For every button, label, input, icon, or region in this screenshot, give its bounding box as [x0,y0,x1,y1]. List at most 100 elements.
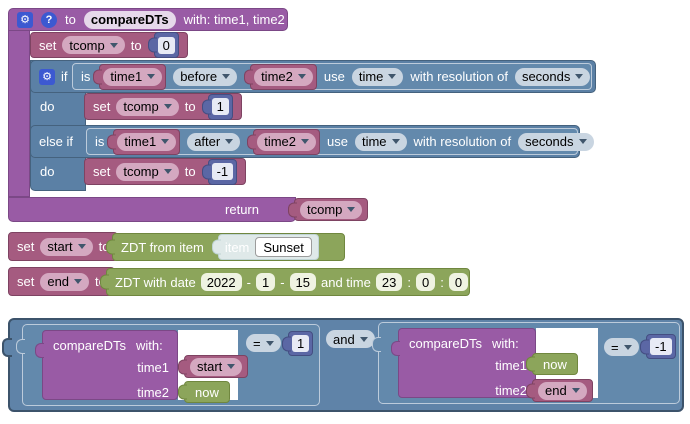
number-block[interactable]: 1 [282,331,314,356]
number-field[interactable]: 1 [211,98,229,115]
connector-plug [178,359,187,374]
time-separator: : [440,274,444,290]
chevron-down-icon [359,336,368,342]
set-variable-block[interactable]: set tcomp to 0 [30,32,188,58]
month-field[interactable]: 1 [255,273,276,291]
operator-dropdown[interactable]: after [187,132,241,151]
now-block[interactable]: now [178,381,230,403]
function-name-field[interactable]: compareDTs [83,10,176,29]
compare-operator-dropdown[interactable]: = [246,334,281,352]
arg1-label: time1 [137,360,169,375]
variable-dropdown[interactable]: time1 [117,132,177,151]
do-label: do [40,99,55,114]
minute-field[interactable]: 0 [415,273,436,291]
resolution-dropdown[interactable]: seconds [518,132,594,151]
chevron-down-icon [77,244,86,249]
zdt-from-item-block[interactable]: ZDT from item item Sunset [106,233,345,261]
variable-dropdown[interactable]: start [190,357,243,376]
number-block[interactable]: 0 [147,32,179,58]
resolution-dropdown[interactable]: seconds [514,67,591,86]
item-name-field[interactable]: Sunset [255,237,312,257]
do-label: do [40,164,55,179]
variable-dropdown[interactable]: tcomp [116,162,179,181]
date-separator: - [246,274,251,290]
mutator-gear-icon[interactable]: ⚙ [17,11,33,28]
function-definition-header[interactable]: ⚙ ? to compareDTs with: time1, time2 [8,8,288,31]
number-block[interactable]: -1 [640,334,676,359]
zdt-with-date-block[interactable]: ZDT with date 2022 - 1 - 15 and time 23 … [100,268,470,296]
connector-plug [526,356,535,372]
second-field[interactable]: 0 [448,273,469,291]
now-block[interactable]: now [526,353,578,375]
number-field[interactable]: -1 [650,338,672,355]
source-dropdown[interactable]: time [351,67,404,86]
connector-plug [201,99,211,114]
resolution-label: with resolution of [410,69,508,84]
chevron-down-icon [301,139,309,144]
to-label: to [184,164,196,179]
connector-plug [35,343,44,358]
number-field[interactable]: 0 [157,36,175,54]
mutator-gear-icon[interactable]: ⚙ [39,68,55,85]
call-name-label: compareDTs [409,335,482,351]
set-variable-block[interactable]: set start to [8,232,119,261]
logic-operator-dropdown[interactable]: and [326,330,375,348]
set-variable-block[interactable]: set tcomp to -1 [84,158,247,185]
set-label: set [93,99,111,114]
item-block[interactable]: item Sunset [211,234,319,260]
set-variable-block[interactable]: set end to [8,267,115,296]
variable-get-block[interactable]: time1 [93,63,167,90]
connector-plug [247,134,257,149]
connector-plug [282,336,291,351]
source-dropdown[interactable]: time [354,132,407,151]
function-call-block[interactable]: compareDTs with: time1 time2 [35,330,178,400]
variable-dropdown[interactable]: tcomp [300,200,363,219]
item-label: item [224,239,250,255]
operator-dropdown[interactable]: before [173,67,238,86]
hour-field[interactable]: 23 [375,273,403,291]
variable-dropdown[interactable]: time1 [103,67,163,86]
function-params-label: with: time1, time2 [183,12,285,27]
variable-dropdown[interactable]: tcomp [116,97,179,116]
is-label: is [95,134,105,149]
function-return-row[interactable]: return [8,197,296,222]
and-time-label: and time [321,274,371,290]
function-definition-spine[interactable] [8,30,30,197]
year-field[interactable]: 2022 [200,273,242,291]
connector-plug [211,239,221,255]
connector-plug [244,69,254,84]
variable-get-block[interactable]: time2 [244,63,317,90]
number-field[interactable]: 1 [292,335,310,352]
chevron-down-icon [297,74,306,79]
connector-plug [372,337,381,352]
chevron-down-icon [163,169,172,174]
variable-get-block[interactable]: tcomp [288,198,369,221]
variable-dropdown[interactable]: tcomp [62,36,125,54]
variable-dropdown[interactable]: end [538,381,587,400]
variable-get-block[interactable]: start [178,355,249,378]
variable-dropdown[interactable]: start [40,237,93,256]
chevron-down-icon [222,74,231,79]
day-field[interactable]: 15 [289,273,316,291]
variable-get-block[interactable]: time1 [107,128,181,155]
set-variable-block[interactable]: set tcomp to 1 [84,93,242,120]
datetime-compare-block[interactable]: is time1 after time2 use time with resol… [86,128,594,155]
number-block[interactable]: 1 [201,93,233,120]
number-block[interactable]: -1 [201,158,238,185]
variable-get-block[interactable]: time2 [247,128,320,155]
connector-plug [288,202,297,217]
variable-dropdown[interactable]: time2 [254,67,313,86]
connector-plug [2,338,12,357]
connector-plug [526,383,535,398]
compare-operator-dropdown[interactable]: = [604,338,639,356]
chevron-down-icon [578,139,587,144]
variable-dropdown[interactable]: time2 [257,132,316,151]
datetime-compare-block[interactable]: is time1 before time2 use time with reso… [72,63,592,90]
variable-get-block[interactable]: end [526,379,593,402]
use-label: use [323,69,345,84]
number-field[interactable]: -1 [211,163,234,180]
use-label: use [327,134,348,149]
help-icon[interactable]: ? [41,11,57,28]
function-call-block[interactable]: compareDTs with: time1 time2 [391,328,536,398]
variable-dropdown[interactable]: end [40,272,90,291]
